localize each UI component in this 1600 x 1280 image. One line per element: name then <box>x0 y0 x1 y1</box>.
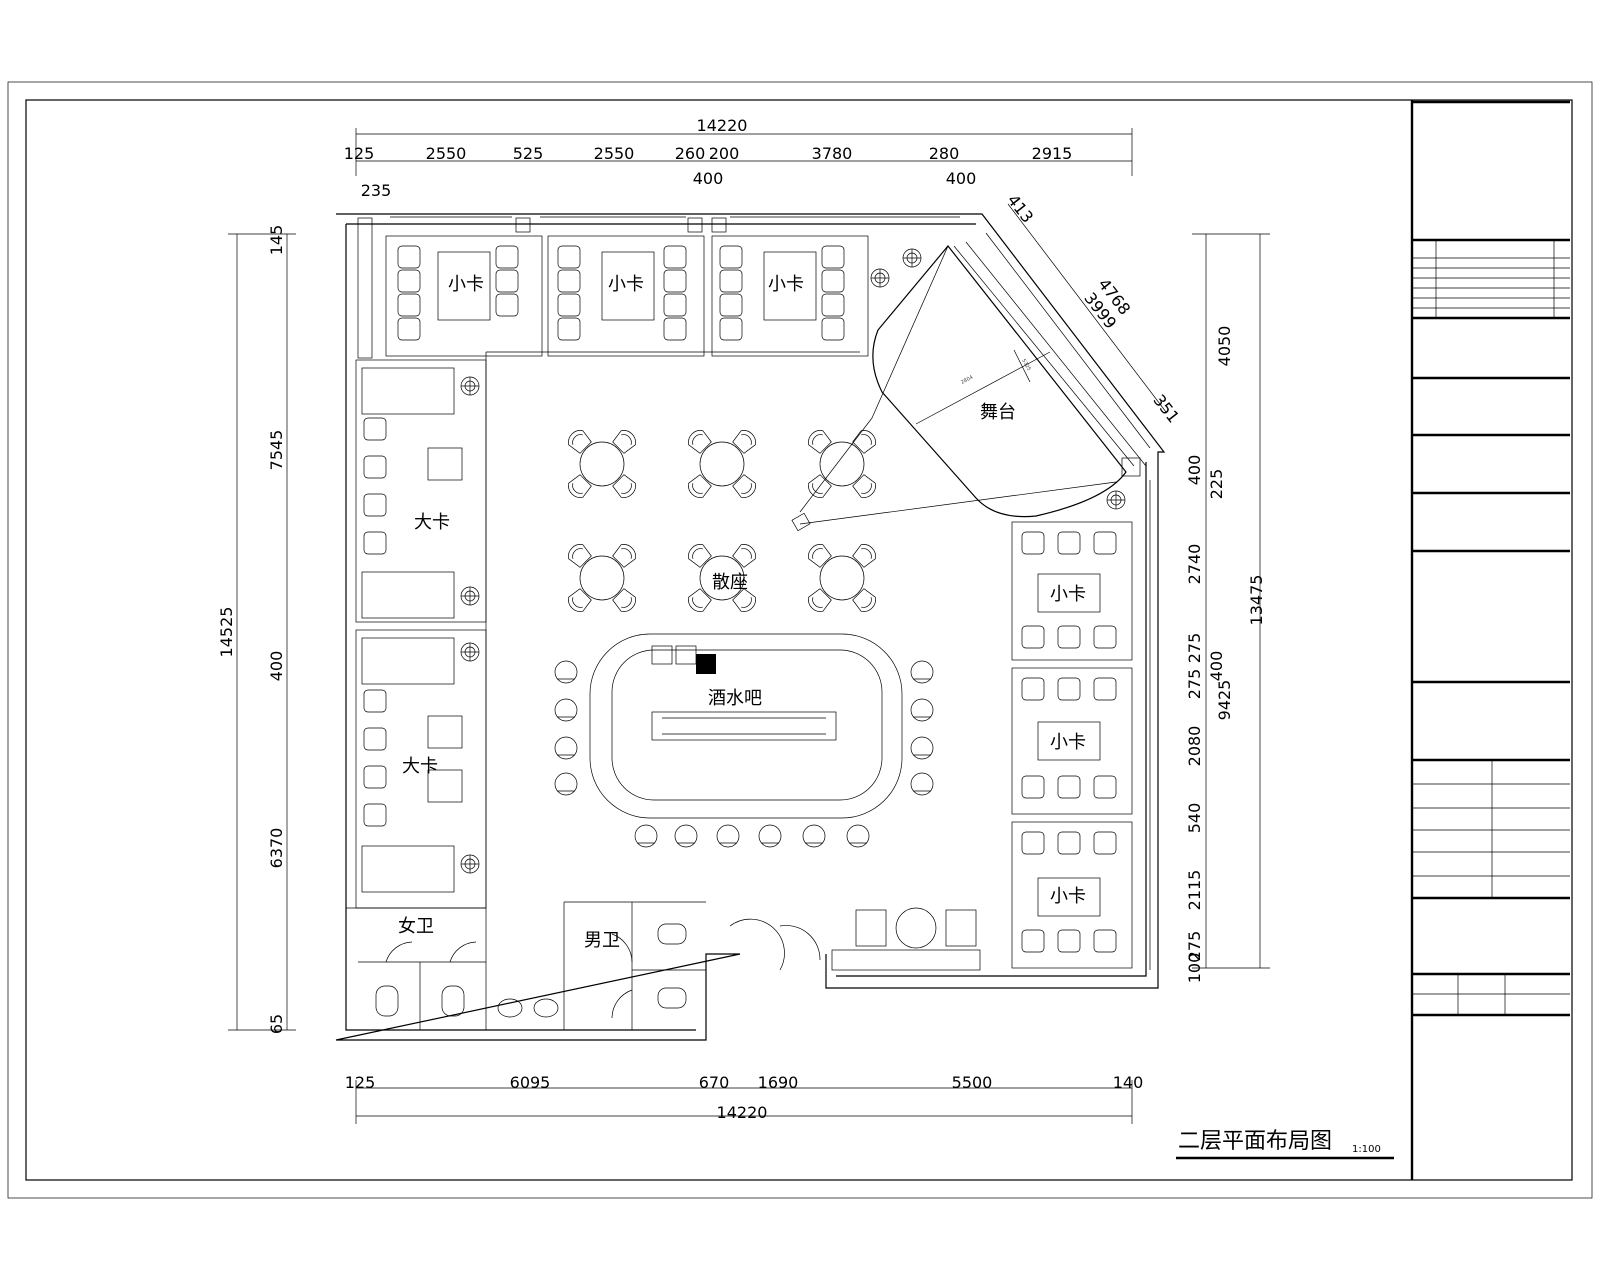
right-booths <box>1011 490 1133 969</box>
svg-text:5325: 5325 <box>1020 358 1032 372</box>
dim-bottom-total: 14220 <box>717 1103 768 1122</box>
right-dimensions: 13475 4050 9425 400 225 2740 275 275 400… <box>1185 326 1266 984</box>
room-label-small-booth-1: 小卡 <box>448 274 484 295</box>
stage-dimensions: 413 4768 3999 351 <box>1003 191 1183 427</box>
dim-top-sub-3: 400 <box>946 169 977 188</box>
bottom-dimensions: 125 6095 670 1690 5500 140 14220 <box>345 1073 1144 1122</box>
dim-left-3: 400 <box>267 651 286 682</box>
dim-top-sub-1: 235 <box>361 181 392 200</box>
dim-left-5: 65 <box>267 1014 286 1034</box>
left-large-booths <box>355 351 860 909</box>
drawing-title: 二层平面布局图 <box>1178 1129 1332 1154</box>
dim-right-7: 2080 <box>1185 726 1204 767</box>
dim-left-2: 7545 <box>267 430 286 471</box>
dimension-lines <box>228 128 1270 1124</box>
dim-right-3: 2740 <box>1185 544 1204 585</box>
dim-bottom-4: 1690 <box>758 1073 799 1092</box>
room-label-open-seating: 散座 <box>712 572 748 593</box>
dim-top-8: 280 <box>929 144 960 163</box>
dim-left-4: 6370 <box>267 828 286 869</box>
room-label-small-booth-6: 小卡 <box>1050 886 1086 907</box>
dim-top-9: 2915 <box>1032 144 1073 163</box>
dim-top-total: 14220 <box>697 116 748 135</box>
dim-bottom-1: 125 <box>345 1073 376 1092</box>
sheet-frame <box>7 81 1593 1199</box>
building-walls <box>335 213 1166 1041</box>
dim-top-2: 2550 <box>426 144 467 163</box>
dim-top-7: 3780 <box>812 144 853 163</box>
wine-bar-counter <box>554 633 934 848</box>
dim-top-3: 525 <box>513 144 544 163</box>
washrooms <box>346 901 981 1030</box>
dim-right-4: 275 <box>1185 633 1204 664</box>
room-label-womens-wc: 女卫 <box>398 916 434 937</box>
room-label-large-booth-1: 大卡 <box>414 512 450 533</box>
dim-bottom-6: 140 <box>1113 1073 1144 1092</box>
dim-right-upper: 4050 <box>1215 326 1234 367</box>
room-label-stage: 舞台 <box>980 402 1016 423</box>
room-label-small-booth-2: 小卡 <box>608 274 644 295</box>
room-label-small-booth-3: 小卡 <box>768 274 804 295</box>
room-label-large-booth-2: 大卡 <box>402 756 438 777</box>
title-block <box>1412 100 1570 1017</box>
top-booths <box>385 235 922 357</box>
dim-stage-4: 351 <box>1149 391 1183 427</box>
svg-text:2804: 2804 <box>960 374 974 385</box>
room-label-wine-bar: 酒水吧 <box>708 688 762 709</box>
top-dimensions: 14220 125 2550 525 2550 260 200 3780 280… <box>344 116 1073 200</box>
dim-top-1: 125 <box>344 144 375 163</box>
dim-top-sub-2: 400 <box>693 169 724 188</box>
stage-area: 2804 5325 <box>791 241 1147 532</box>
dim-right-8: 540 <box>1185 803 1204 834</box>
dim-right-mid-total: 9425 <box>1215 680 1234 721</box>
room-label-small-booth-5: 小卡 <box>1050 732 1086 753</box>
dim-right-11: 100 <box>1185 953 1204 984</box>
dim-right-6: 400 <box>1207 651 1226 682</box>
left-dimensions: 14525 145 7545 400 6370 65 <box>217 225 286 1034</box>
dim-bottom-5: 5500 <box>952 1073 993 1092</box>
dim-top-6: 200 <box>709 144 740 163</box>
dim-stage-1: 413 <box>1003 191 1037 227</box>
dim-bottom-2: 6095 <box>510 1073 551 1092</box>
dim-right-5: 275 <box>1185 669 1204 700</box>
dim-right-total: 13475 <box>1247 575 1266 626</box>
dim-left-1: 145 <box>267 225 286 256</box>
dim-right-2: 225 <box>1207 469 1226 500</box>
dim-top-5: 260 <box>675 144 706 163</box>
dim-right-1: 400 <box>1185 455 1204 486</box>
dim-right-9: 2115 <box>1185 870 1204 911</box>
drawing-scale: 1:100 <box>1352 1144 1381 1155</box>
dim-left-total: 14525 <box>217 607 236 658</box>
dim-bottom-3: 670 <box>699 1073 730 1092</box>
room-label-mens-wc: 男卫 <box>584 930 620 951</box>
room-label-small-booth-4: 小卡 <box>1050 584 1086 605</box>
dim-right-10: 275 <box>1185 931 1204 962</box>
dim-top-4: 2550 <box>594 144 635 163</box>
drawing-title-block: 二层平面布局图 1:100 <box>1176 1129 1394 1160</box>
